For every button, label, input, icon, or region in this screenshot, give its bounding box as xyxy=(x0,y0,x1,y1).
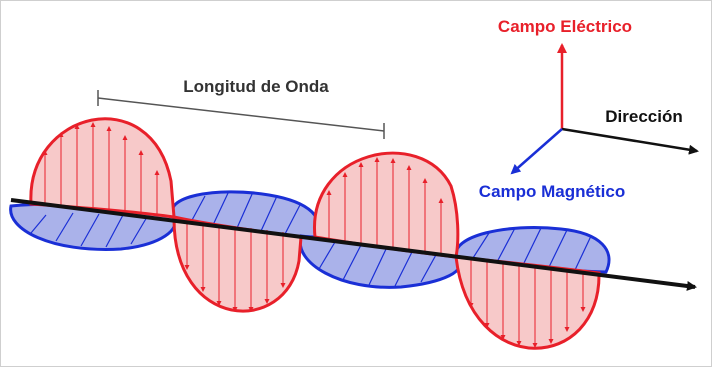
magnetic-field-direction-arrow xyxy=(510,128,563,175)
direction-label: Dirección xyxy=(605,107,682,126)
propagation-direction-arrow xyxy=(561,127,699,155)
axis-triad xyxy=(510,43,699,175)
wavelength-label: Longitud de Onda xyxy=(183,77,329,96)
electric-field-wave xyxy=(29,117,601,350)
electric-field-label: Campo Eléctrico xyxy=(498,17,632,36)
electric-lobe-1 xyxy=(29,117,176,219)
magnetic-field-hatching xyxy=(30,190,592,287)
magnetic-field-label: Campo Magnético xyxy=(479,182,625,201)
electric-field-vectors xyxy=(42,122,586,348)
propagation-axis xyxy=(10,198,697,291)
wavelength-bracket xyxy=(97,90,385,139)
